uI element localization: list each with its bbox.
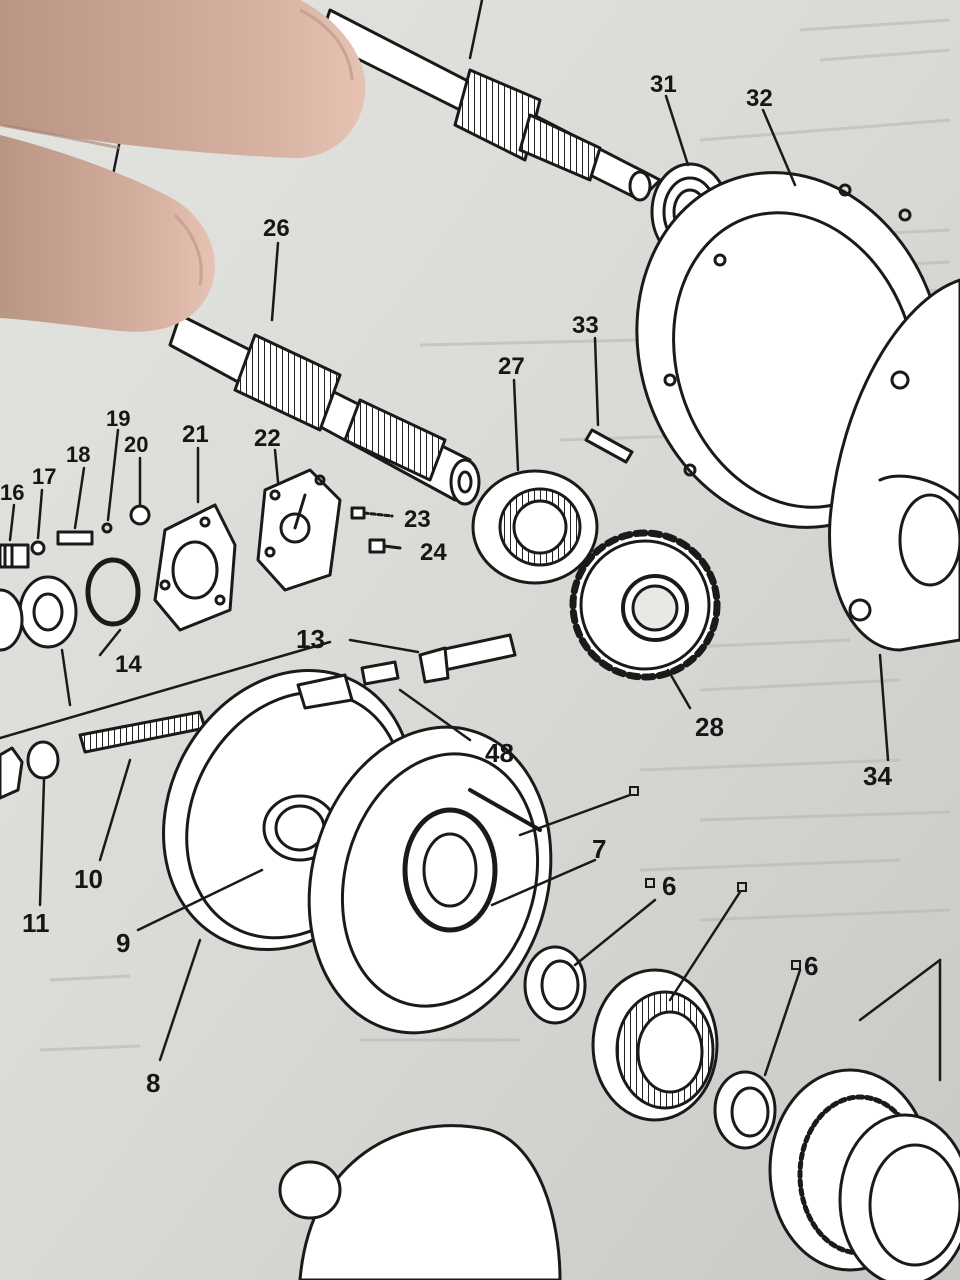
pin-33 xyxy=(584,428,634,464)
callout-16: 16 xyxy=(0,480,24,505)
callout-18: 18 xyxy=(66,442,90,467)
square-markers xyxy=(629,786,801,970)
screws-23-24 xyxy=(350,506,402,554)
callout-23: 23 xyxy=(404,506,431,533)
bushing-6a xyxy=(523,945,587,1025)
callout-10: 10 xyxy=(74,864,103,894)
callout-11: 11 xyxy=(22,908,50,938)
small-parts-16-20 xyxy=(0,504,151,569)
washer-11 xyxy=(26,740,60,780)
callout-26: 26 xyxy=(263,215,290,242)
callout-28: 28 xyxy=(695,712,724,742)
cover-plate-21 xyxy=(153,503,237,632)
callout-33: 33 xyxy=(572,312,599,339)
callout-21: 21 xyxy=(182,421,209,448)
parts-linework xyxy=(0,8,960,1280)
bushing-6b xyxy=(713,1070,777,1150)
callout-8: 8 xyxy=(146,1068,160,1098)
callout-14: 14 xyxy=(115,651,142,678)
sliding-collar-27 xyxy=(471,469,599,585)
callout-31: 31 xyxy=(650,71,677,98)
hand-fingers xyxy=(0,0,366,332)
tapered-bearing xyxy=(768,1068,960,1280)
callout-9: 9 xyxy=(116,928,130,958)
clutch-hub xyxy=(591,968,719,1122)
nut xyxy=(0,746,24,800)
linkage-13-48 xyxy=(360,633,517,686)
lower-drum xyxy=(278,1124,562,1280)
callout-48: 48 xyxy=(485,738,514,768)
o-ring-14 xyxy=(0,557,141,652)
callout-19: 19 xyxy=(106,406,130,431)
housing-34 xyxy=(828,278,960,652)
gear-28 xyxy=(569,529,721,681)
callout-34: 34 xyxy=(863,761,892,791)
callout-24: 24 xyxy=(420,539,447,566)
callout-6-upper: 6 xyxy=(662,871,676,901)
pump-body-22 xyxy=(256,468,342,592)
callout-32: 32 xyxy=(746,85,773,112)
callout-20: 20 xyxy=(124,432,148,457)
callout-7: 7 xyxy=(592,834,606,864)
callout-27: 27 xyxy=(498,353,525,380)
callout-6-lower: 6 xyxy=(804,951,818,981)
callout-13: 13 xyxy=(296,624,325,654)
callout-17: 17 xyxy=(32,464,56,489)
callout-22: 22 xyxy=(254,425,281,452)
drum-7 xyxy=(307,725,553,1035)
lower-input-shaft xyxy=(168,313,481,506)
callout-labels: 25 26 31 32 33 27 16 17 18 19 20 21 22 2… xyxy=(0,71,892,1098)
